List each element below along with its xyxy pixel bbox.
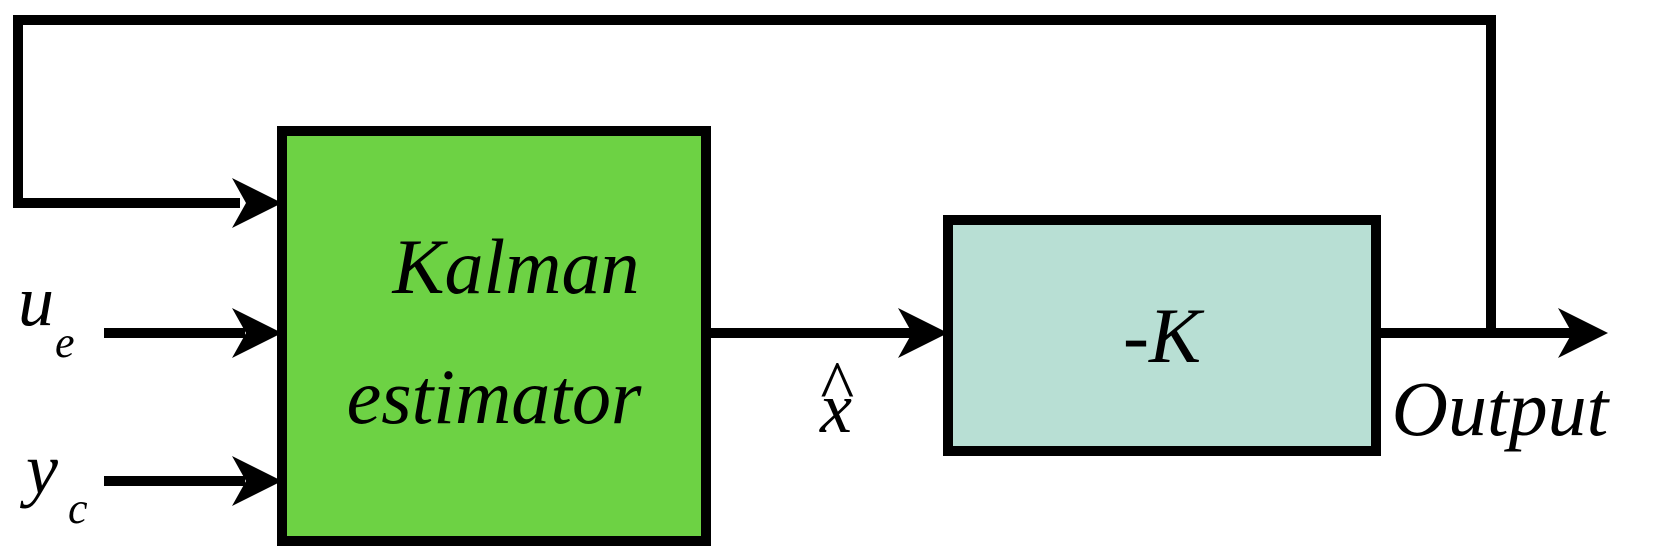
gain-block [943,215,1381,456]
feedback-arrowhead [232,178,282,228]
gain-label: -K [1123,292,1205,379]
ue-subscript: e [55,318,75,367]
kalman-label-line2: estimator [347,353,642,440]
yc-input-arrowhead [232,456,282,506]
ue-label: u [18,261,54,341]
yc-subscript: c [68,484,88,533]
xhat-label: x [819,368,852,448]
xhat-hat: ^ [819,346,854,426]
ue-input-arrowhead [232,308,282,358]
kalman-estimator-block [277,126,711,546]
feedback-wire [13,15,1496,333]
kalman-label-line1: Kalman [391,223,639,310]
xhat-arrowhead [898,308,948,358]
output-label: Output [1392,365,1611,452]
output-arrowhead [1558,308,1608,358]
yc-label: y [19,429,58,509]
